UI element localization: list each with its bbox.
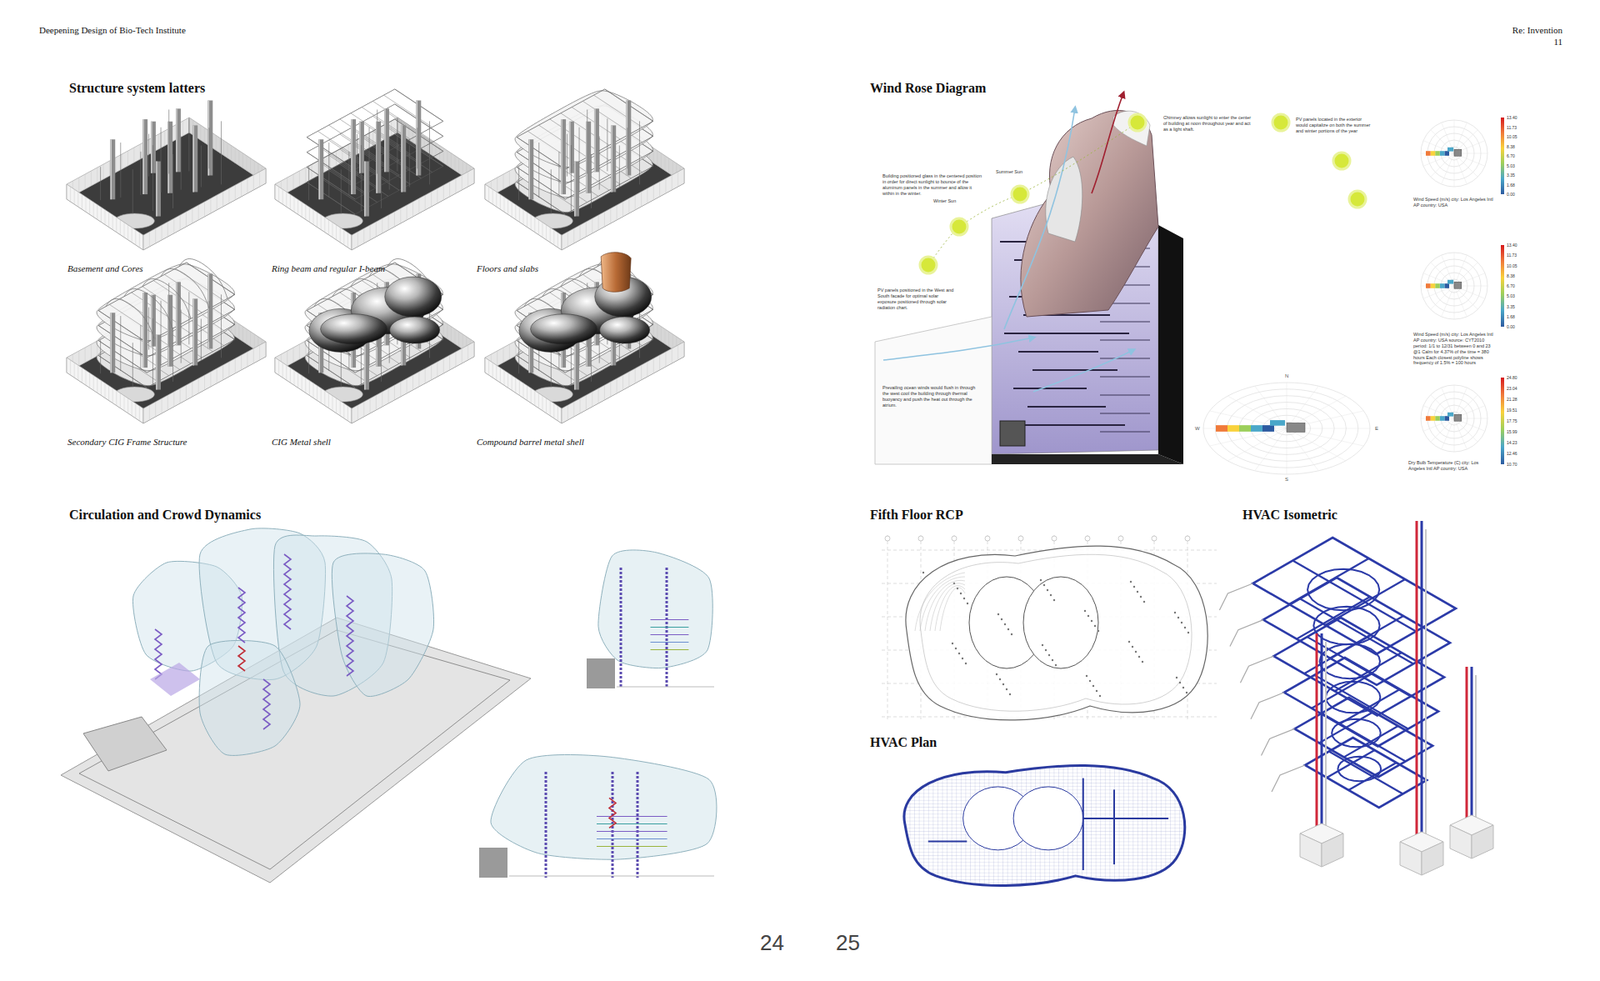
scale-value: 3.35 (1506, 172, 1515, 178)
structure-thumbnail (66, 100, 266, 251)
scale-value: 8.38 (1506, 273, 1515, 279)
section-heading: Circulation and Crowd Dynamics (69, 506, 261, 524)
color-bar (1500, 245, 1505, 327)
structure-thumbnail (485, 89, 685, 250)
wind-rose (1203, 382, 1370, 475)
compass-letter: N (1285, 373, 1289, 380)
wind-rose (1420, 120, 1488, 187)
annotation: PV panels located in the exterior would … (1295, 116, 1375, 135)
scale-value: 11.73 (1506, 252, 1517, 258)
color-bar (1500, 117, 1505, 195)
figure-caption: Ring beam and regular I-beam (271, 263, 385, 274)
annotation: Chimney allows sunlight to enter the cen… (1163, 115, 1255, 133)
figure-caption: Compound barrel metal shell (476, 436, 585, 447)
section-heading: Fifth Floor RCP (870, 506, 964, 524)
scale-value: 6.70 (1506, 283, 1515, 289)
sun-label: Winter Sun (933, 198, 956, 205)
figure-caption: Floors and slabs (476, 263, 539, 274)
scale-value: 10.05 (1506, 134, 1518, 140)
annotation: Prevailing ocean winds would flush in th… (882, 385, 983, 409)
scale-value: 1.68 (1506, 314, 1515, 320)
scale-value: 21.28 (1506, 396, 1518, 402)
figure-caption: CIG Metal shell (271, 436, 331, 447)
structure-thumbnail (66, 258, 266, 424)
scale-value: 0.00 (1506, 191, 1515, 197)
scale-value: 6.70 (1506, 153, 1515, 159)
scale-value: 11.73 (1506, 125, 1517, 130)
circulation-section (586, 550, 715, 689)
running-header: Re: Invention (1512, 25, 1563, 35)
compass-letter: S (1285, 476, 1289, 483)
scale-value: 17.75 (1506, 418, 1518, 424)
section-heading: HVAC Isometric (1242, 506, 1338, 524)
circulation-section (479, 755, 717, 878)
structure-thumbnail (275, 89, 475, 250)
page-number: 24 (760, 930, 785, 956)
section-heading: Wind Rose Diagram (870, 80, 986, 97)
page-number: 25 (835, 930, 860, 956)
structure-thumbnail (275, 258, 475, 424)
annotation: PV panels positioned in the West and Sou… (877, 287, 957, 311)
scale-value: 13.40 (1506, 242, 1518, 248)
hvac-plan (904, 765, 1185, 885)
circulation-model (60, 528, 531, 883)
scale-value: 12.46 (1506, 450, 1518, 456)
color-bar (1500, 377, 1505, 465)
chart-caption: Dry Bulb Temperature (C) city: Los Angel… (1408, 460, 1492, 472)
figure-caption: Basement and Cores (67, 263, 144, 274)
page-folio: 11 (1553, 36, 1563, 47)
running-header: Deepening Design of Bio-Tech Institute (39, 25, 186, 35)
section-heading: HVAC Plan (870, 734, 937, 751)
compass-letter: E (1375, 425, 1379, 432)
scale-value: 5.03 (1506, 163, 1515, 169)
scale-value: 5.03 (1506, 293, 1515, 299)
hvac-isometric (1219, 520, 1494, 875)
section-heading: Structure system latters (69, 80, 205, 97)
scale-value: 3.35 (1506, 304, 1515, 310)
compass-letter: W (1195, 425, 1200, 432)
scale-value: 15.99 (1506, 429, 1518, 435)
scale-value: 23.04 (1506, 385, 1518, 391)
scale-value: 0.00 (1506, 324, 1515, 330)
scale-value: 1.68 (1506, 182, 1515, 188)
sun-label: Summer Sun (995, 169, 1023, 175)
chart-caption: Wind Speed (m/s) city: Los Angeles Intl … (1413, 196, 1497, 209)
scale-value: 19.51 (1506, 407, 1518, 413)
scale-value: 14.23 (1506, 440, 1518, 445)
scale-value: 10.05 (1506, 263, 1518, 269)
figure-caption: Secondary CIG Frame Structure (67, 436, 187, 447)
chart-caption: Wind Speed (m/s) city: Los Angeles Intl … (1413, 331, 1497, 366)
scale-value: 10.70 (1506, 461, 1518, 467)
scale-value: 8.38 (1506, 144, 1515, 150)
reflected-ceiling-plan (881, 535, 1217, 721)
scale-value: 13.40 (1506, 115, 1518, 120)
wind-rose (1420, 252, 1488, 320)
annotation: Building positioned glass in the centere… (882, 173, 983, 197)
wind-rose (1420, 385, 1488, 452)
structure-thumbnail (485, 252, 685, 424)
scale-value: 24.80 (1506, 375, 1518, 380)
